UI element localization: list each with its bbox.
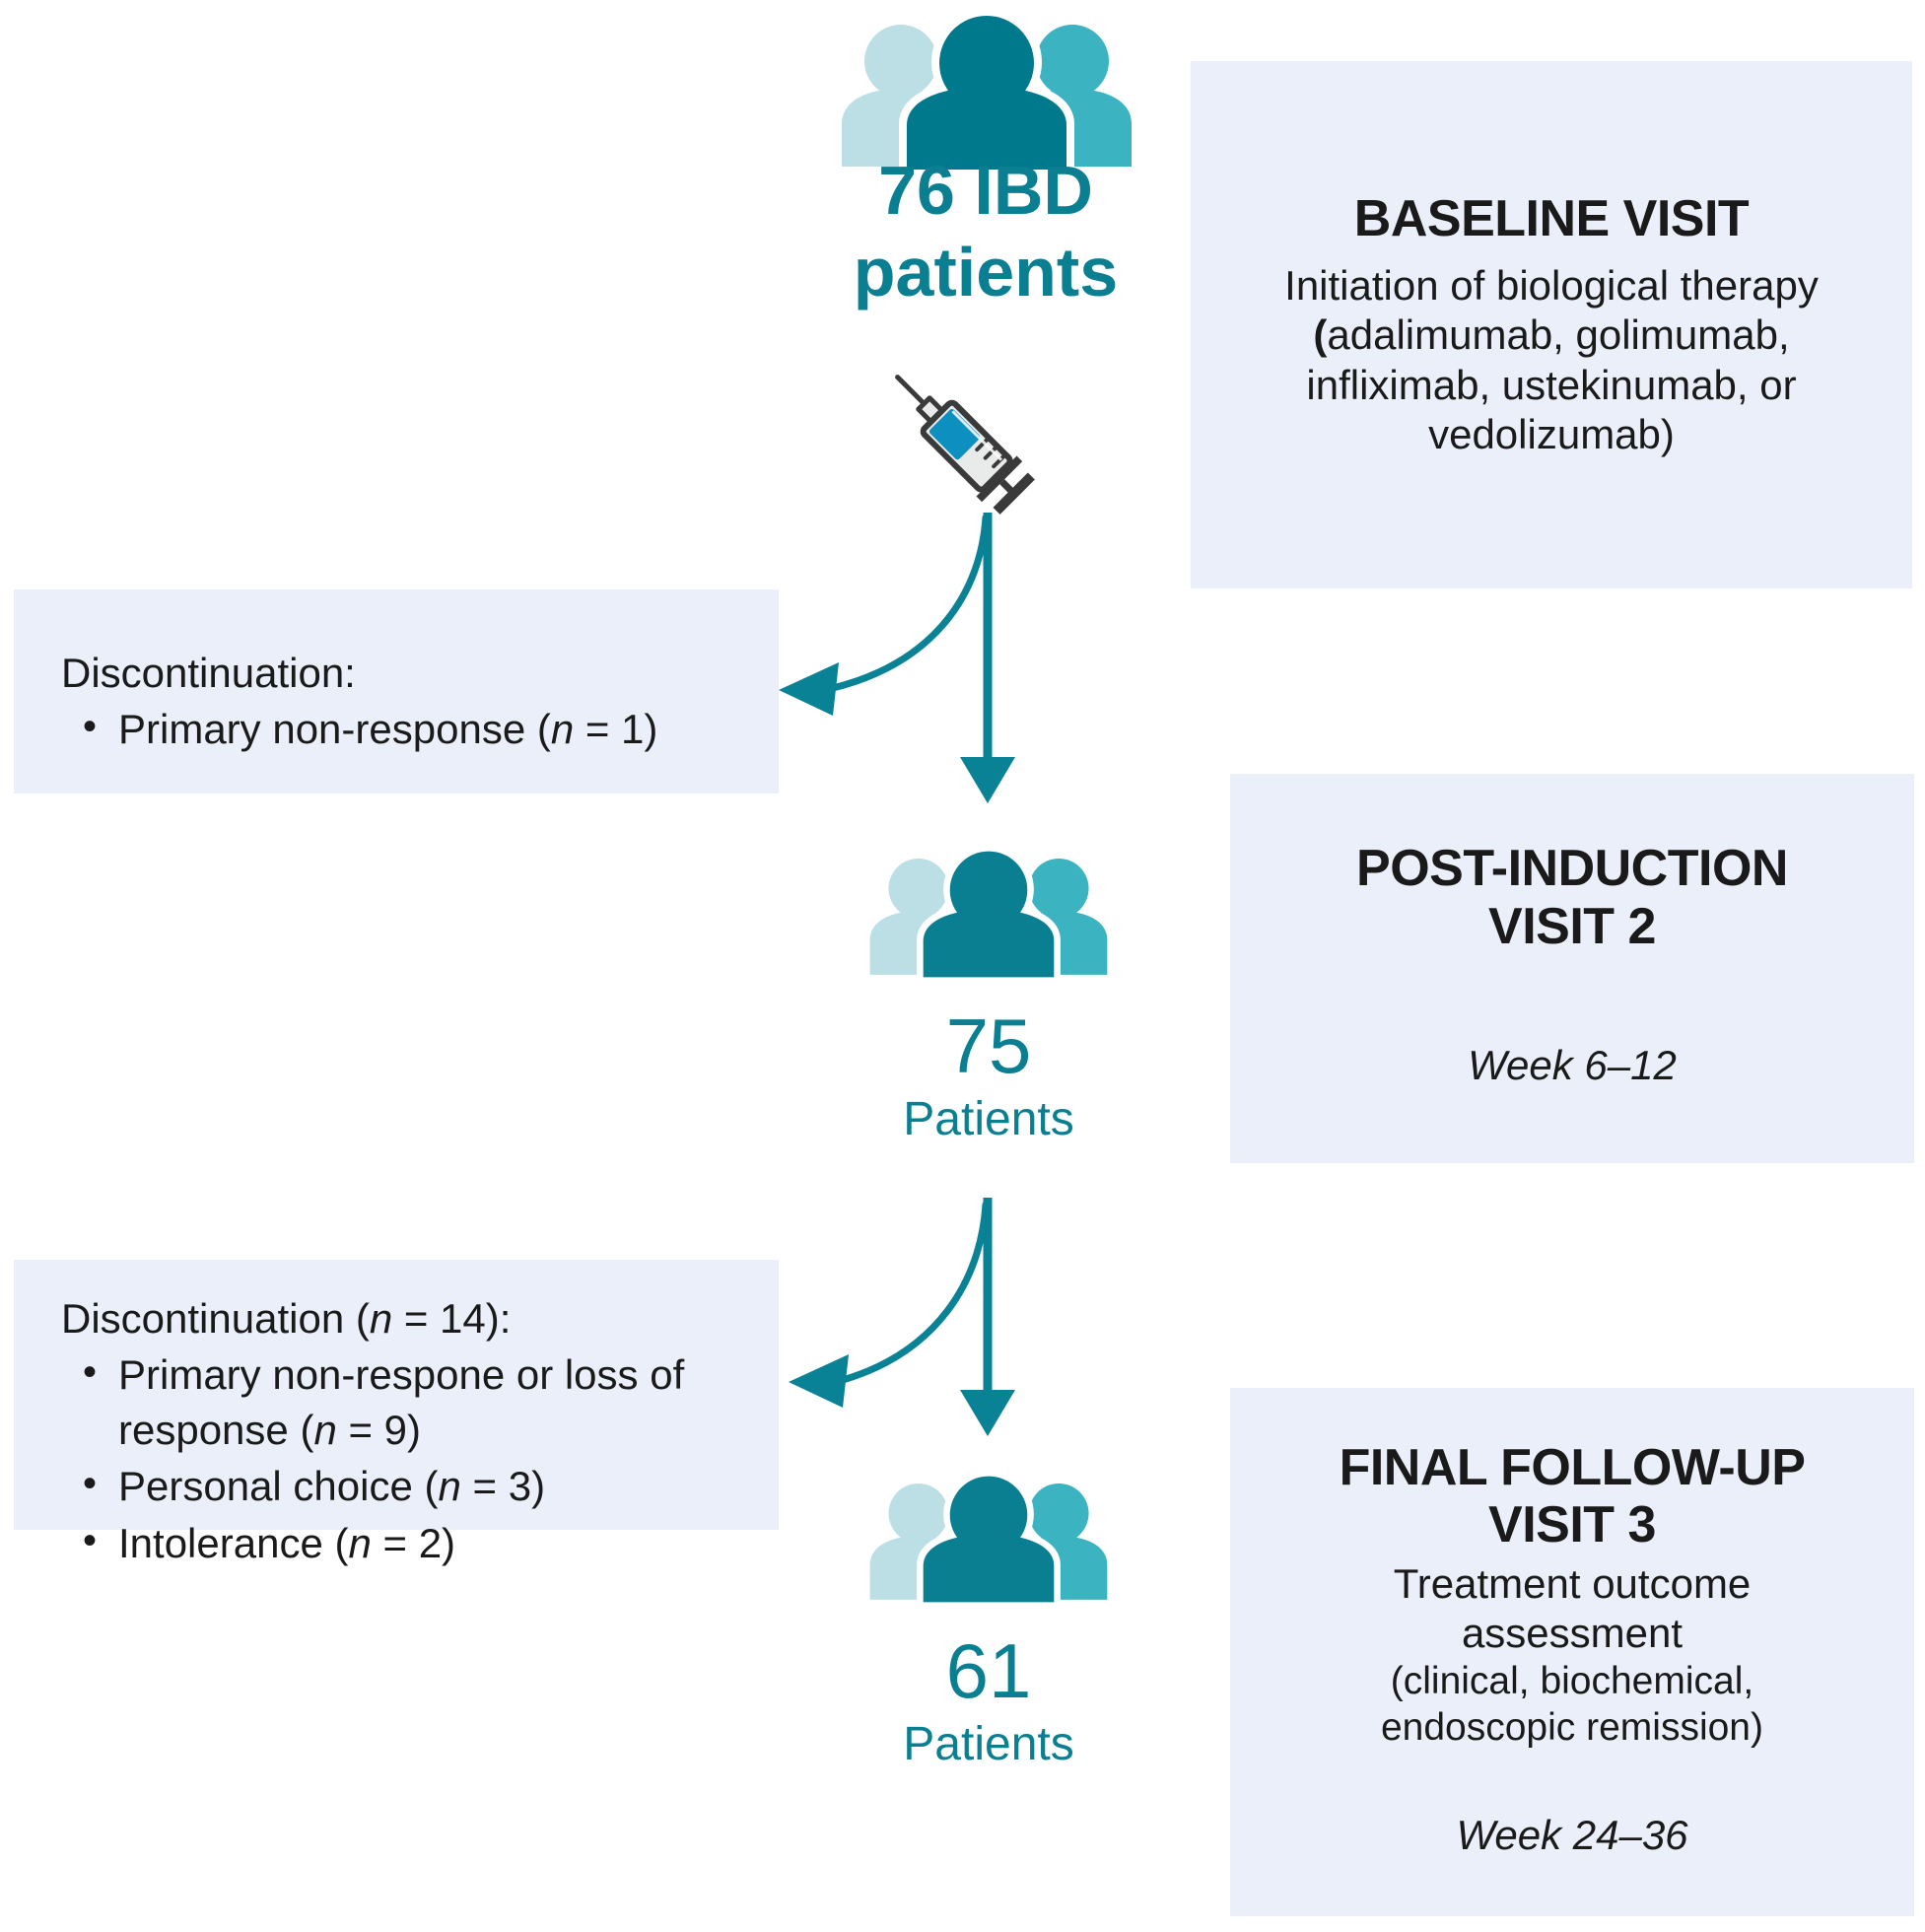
arrow-postinduction-to-final <box>960 1198 1015 1436</box>
dropout-2-item-2: Personal choice (n = 3) <box>83 1458 751 1513</box>
dropout-2-list: Primary non-respone or loss of response … <box>61 1346 751 1570</box>
panel-final-followup-title-line1: FINAL FOLLOW-UP <box>1339 1438 1806 1496</box>
hero-count-line2: patients <box>853 233 1119 310</box>
panel-final-followup-title: FINAL FOLLOW-UP VISIT 3 <box>1340 1439 1806 1553</box>
panel-post-induction-title: POST-INDUCTION VISIT 2 <box>1356 840 1788 954</box>
hero-people-icon-group <box>834 14 1139 172</box>
panel-baseline-title: BASELINE VISIT <box>1353 189 1750 247</box>
panel-final-followup-body-line-1: Treatment outcome <box>1393 1560 1752 1608</box>
cohort-1-people-icon-group <box>863 850 1114 979</box>
panel-final-followup-title-line2: VISIT 3 <box>1488 1495 1656 1553</box>
cohort-2-count: 61 <box>945 1627 1032 1714</box>
cohort-1-count: 75 <box>945 1002 1032 1089</box>
panel-final-followup-body-line-3: (clinical, biochemical, <box>1390 1659 1754 1702</box>
panel-baseline-body-line-3: infliximab, ustekinumab, or <box>1306 361 1797 408</box>
panel-final-followup-visit: FINAL FOLLOW-UP VISIT 3 Treatment outcom… <box>1230 1388 1914 1916</box>
panel-baseline-body-line-2: (adalimumab, golimumab, <box>1313 311 1790 359</box>
panel-post-induction-title-line1: POST-INDUCTION <box>1356 840 1788 898</box>
dropout-2-item-1: Primary non-respone or loss of response … <box>83 1346 751 1457</box>
arrow-baseline-to-postinduction <box>960 513 1015 803</box>
panel-post-induction-title-line2: VISIT 2 <box>1488 897 1656 955</box>
arrow-dropout-2 <box>789 1201 990 1408</box>
panel-final-followup-body-paren: (clinical, biochemical, endoscopic remis… <box>1381 1659 1763 1752</box>
cohort-1-label: Patients <box>903 1093 1074 1145</box>
cohort-1-count-block: 75 Patients <box>791 1007 1186 1143</box>
dropout-1-heading: Discontinuation: <box>61 650 356 696</box>
panel-final-followup-body: Treatment outcome assessment <box>1394 1559 1752 1659</box>
dropout-1-item-1: Primary non-response (n = 1) <box>83 701 771 756</box>
panel-final-followup-week: Week 24–36 <box>1456 1812 1688 1859</box>
three-people-icon <box>842 14 1132 172</box>
dropout-1-list: Primary non-response (n = 1) <box>61 701 771 756</box>
cohort-2-count-block: 61 Patients <box>791 1632 1186 1768</box>
cohort-2-people-icon-group <box>863 1475 1114 1604</box>
dropout-box-1 <box>14 589 779 794</box>
hero-count-line1: 76 IBD <box>878 152 1093 229</box>
panel-post-induction-visit: POST-INDUCTION VISIT 2 Week 6–12 <box>1230 774 1914 1163</box>
dropout-2-item-3: Intolerance (n = 2) <box>83 1515 751 1570</box>
panel-post-induction-week: Week 6–12 <box>1468 1041 1677 1088</box>
panel-baseline-body-line-4: vedolizumab) <box>1428 411 1675 457</box>
cohort-2-label: Patients <box>903 1718 1074 1770</box>
syringe-icon <box>895 375 1035 515</box>
arrow-dropout-1 <box>779 514 990 716</box>
dropout-2-heading: Discontinuation (n = 14): <box>61 1295 512 1342</box>
three-people-icon <box>869 850 1108 979</box>
panel-final-followup-body-line-2: assessment <box>1461 1610 1684 1657</box>
hero-count-label: 76 IBD patients <box>690 150 1281 312</box>
dropout-box-2-content: Discontinuation (n = 14): Primary non-re… <box>61 1291 751 1572</box>
syringe-icon-wrap <box>867 350 1045 522</box>
panel-final-followup-body-line-4: endoscopic remission) <box>1380 1705 1763 1749</box>
panel-baseline-body-line-2-text: adalimumab, golimumab, <box>1327 311 1790 359</box>
panel-baseline-body-line-1: Initiation of biological therapy <box>1284 261 1819 309</box>
panel-baseline-visit: BASELINE VISIT Initiation of biological … <box>1191 61 1912 588</box>
three-people-icon <box>869 1475 1108 1604</box>
panel-baseline-body: Initiation of biological therapy (adalim… <box>1284 261 1819 460</box>
dropout-box-1-content: Discontinuation: Primary non-response (n… <box>61 646 771 759</box>
